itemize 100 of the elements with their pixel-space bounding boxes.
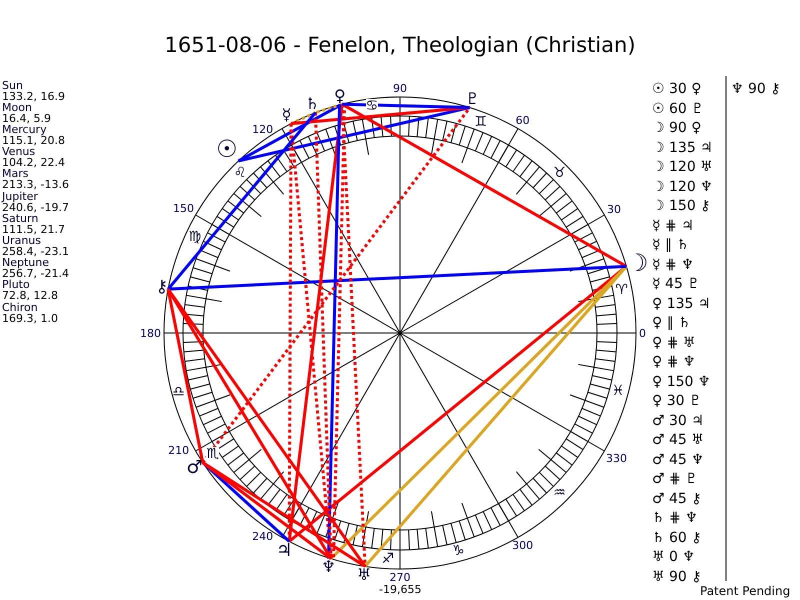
aspect-line (327, 104, 342, 559)
degree-label: 270 (390, 572, 410, 583)
aspect-entry: ☿ ⋕ ♃ (652, 218, 694, 232)
zodiac-sign: ♌ (234, 166, 246, 180)
aspect-line (290, 124, 332, 559)
planet-name: Mars (2, 168, 28, 180)
planet-glyph: ♇ (465, 91, 480, 108)
aspect-entry: ♄ ⋕ ♆ (652, 511, 698, 525)
aspect-entry: ☉ 60 ♇ (652, 102, 704, 116)
planet-coordinates: 213.3, -13.6 (2, 179, 69, 190)
aspect-entry: ♅ 0 ♆ (652, 550, 695, 564)
planet-coordinates: 258.4, -23.1 (2, 246, 69, 257)
aspect-entry: ♀ 150 ♆ (652, 374, 710, 388)
planet-name: Sun (2, 80, 23, 90)
aspect-entry: ☉ 30 ♀ (652, 82, 702, 96)
aspect-line (314, 102, 343, 114)
planet-name: Pluto (2, 279, 30, 290)
aspect-line (168, 264, 626, 291)
aspect-entry: ♆ 90 ⚷ (731, 82, 781, 96)
degree-label: 300 (512, 540, 534, 551)
aspect-entry: ♀ ⋕ ♅ (652, 336, 696, 350)
aspect-line (166, 288, 204, 463)
footnote: Patent Pending (700, 585, 790, 597)
aspect-entry: ♂ 30 ♃ (652, 414, 704, 428)
planet-name: Mercury (2, 124, 47, 135)
aspect-entry: ♀ ∥ ♄ (652, 316, 691, 330)
planet-glyph: ♄ (305, 96, 320, 112)
aspect-entry: ☽ 120 ♅ (652, 160, 713, 174)
chart-value: -19,655 (379, 584, 422, 595)
degree-label: 90 (393, 83, 407, 94)
degree-label: 120 (252, 124, 274, 135)
aspect-line (166, 112, 317, 290)
aspect-line (290, 111, 316, 126)
degree-label: 150 (172, 202, 194, 214)
aspect-line (288, 104, 344, 542)
planet-coordinates: 16.4, 5.9 (2, 112, 51, 124)
aspect-entry: ♂ 45 ♅ (652, 433, 704, 447)
planet-name: Uranus (2, 234, 41, 246)
aspect-entry: ♀ 30 ♇ (652, 394, 702, 408)
aspect-line (166, 288, 332, 560)
zodiac-sign: ♎ (172, 385, 185, 400)
aspect-entry: ☽ 150 ⚷ (652, 199, 710, 213)
aspect-entry: ♄ 60 ⚷ (652, 530, 702, 544)
aspect-entry: ☽ 120 ♆ (652, 180, 713, 194)
aspect-line (340, 104, 367, 566)
planet-name: Neptune (2, 257, 50, 268)
degree-label: 30 (606, 204, 621, 215)
zodiac-sign: ♍ (188, 230, 202, 244)
planet-coordinates: 115.1, 20.8 (2, 135, 65, 146)
planet-glyph: ♅ (356, 566, 372, 583)
planet-coordinates: 72.8, 12.8 (2, 290, 58, 302)
planet-glyph: ⚷ (156, 279, 168, 296)
aspect-line (202, 106, 471, 464)
aspect-line (314, 112, 332, 559)
aspect-line (202, 461, 332, 560)
planet-coordinates: 111.5, 21.7 (2, 224, 65, 235)
planet-coordinates: 256.7, -21.4 (2, 268, 69, 280)
aspect-line (342, 102, 470, 110)
planet-name: Venus (2, 146, 36, 158)
degree-label: 180 (140, 328, 161, 338)
degree-label: 240 (252, 531, 274, 542)
aspect-entry: ☿ ∥ ♄ (652, 238, 690, 252)
zodiac-sign: ♐ (382, 552, 394, 566)
zodiac-sign: ♊ (474, 115, 488, 129)
aspect-entry: ♀ 135 ♃ (652, 296, 710, 310)
planet-coordinates: 133.2, 16.9 (2, 90, 65, 102)
aspect-entry: ☽ 90 ♀ (652, 121, 702, 135)
zodiac-sign: ♋ (366, 98, 378, 113)
aspect-line (166, 288, 366, 568)
planet-coordinates: 169.3, 1.0 (2, 312, 58, 324)
aspect-entry: ☽ 135 ♃ (652, 140, 713, 154)
aspect-line (332, 104, 346, 559)
degree-label: 60 (516, 115, 530, 126)
zodiac-sign: ♒ (553, 486, 566, 500)
aspect-entry: ☿ ⋕ ♆ (652, 258, 694, 272)
planet-glyph: ☿ (282, 107, 292, 124)
aspect-entry: ♂ 45 ♆ (652, 452, 704, 466)
planet-name: Moon (2, 102, 32, 113)
zodiac-sign: ♏ (206, 447, 220, 462)
planet-glyph: ♂ (186, 459, 202, 478)
aspect-entry: ♂ ⋕ ♇ (652, 472, 698, 486)
aspect-line (238, 106, 470, 162)
planet-glyph: ♆ (321, 559, 336, 576)
aspect-entry: ♅ 90 ⚷ (652, 570, 702, 584)
chart-title: 1651-08-06 - Fenelon, Theologian (Christian) (164, 34, 636, 56)
aspect-entry: ♂ 45 ⚷ (652, 492, 702, 506)
planet-glyph: ☉ (216, 136, 238, 161)
aspect-entry: ☿ 45 ♇ (652, 277, 700, 291)
planet-name: Saturn (2, 212, 38, 224)
planet-name: Jupiter (2, 190, 38, 202)
degree-label: 0 (639, 328, 646, 338)
degree-label: 210 (168, 445, 190, 456)
aspect-entry: ♀ ⋕ ♆ (652, 355, 696, 369)
zodiac-sign: ♓ (612, 384, 624, 398)
zodiac-sign: ♈ (615, 282, 628, 297)
planet-name: Chiron (2, 302, 38, 312)
degree-label: 330 (606, 452, 627, 464)
planet-coordinates: 104.2, 22.4 (2, 157, 65, 168)
zodiac-sign: ♉ (553, 166, 566, 180)
planet-glyph: ☽ (626, 250, 648, 275)
